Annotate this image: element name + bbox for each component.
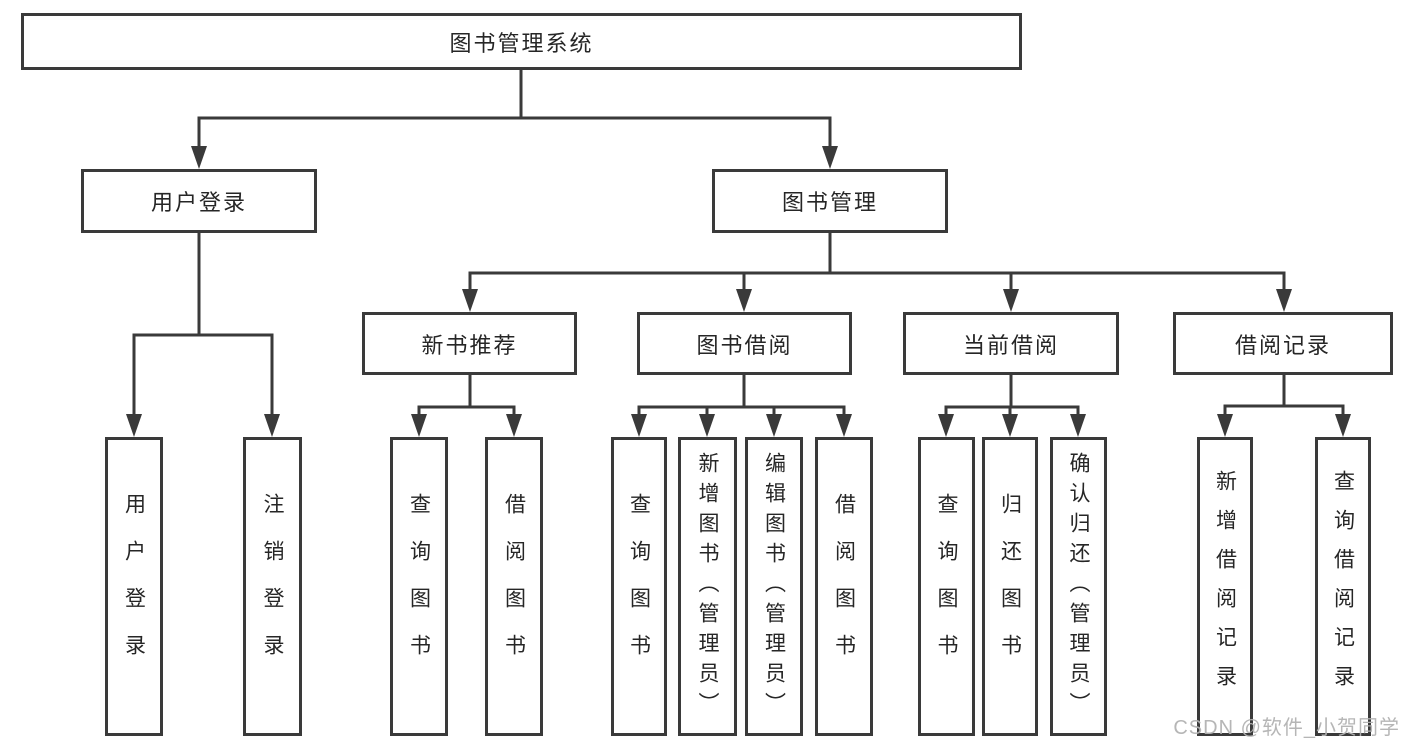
- node-borrow-book-recommend-label: 借阅图书: [502, 492, 526, 681]
- node-borrow-book-recommend: 借阅图书: [485, 437, 543, 736]
- node-user-login-label: 用户登录: [122, 492, 146, 681]
- node-add-book-admin: 新增图书（管理员）: [678, 437, 737, 736]
- node-current-borrow: 当前借阅: [903, 312, 1119, 375]
- node-borrow-book-borrow: 借阅图书: [815, 437, 873, 736]
- node-add-book-admin-label: 新增图书（管理员）: [696, 451, 719, 722]
- watermark: CSDN @软件_小贺同学: [1173, 717, 1400, 739]
- node-return-book-label: 归还图书: [998, 492, 1022, 681]
- node-query-borrow-record-label: 查询借阅记录: [1331, 469, 1355, 704]
- node-return-book: 归还图书: [982, 437, 1038, 736]
- node-query-book-borrow: 查询图书: [611, 437, 667, 736]
- node-root: 图书管理系统: [21, 13, 1022, 70]
- node-user-login: 用户登录: [105, 437, 163, 736]
- node-user-login-group: 用户登录: [81, 169, 317, 233]
- node-query-book-borrow-label: 查询图书: [627, 492, 651, 681]
- node-add-borrow-record: 新增借阅记录: [1197, 437, 1253, 736]
- node-add-borrow-record-label: 新增借阅记录: [1213, 469, 1237, 704]
- node-book-management-label: 图书管理: [781, 190, 878, 215]
- node-query-book-recommend: 查询图书: [390, 437, 448, 736]
- node-new-book-recommend-label: 新书推荐: [421, 332, 518, 358]
- node-confirm-return-admin: 确认归还（管理员）: [1050, 437, 1107, 736]
- node-new-book-recommend: 新书推荐: [362, 312, 577, 375]
- node-logout: 注销登录: [243, 437, 302, 736]
- node-current-borrow-label: 当前借阅: [962, 332, 1059, 358]
- node-query-borrow-record: 查询借阅记录: [1315, 437, 1371, 736]
- node-query-book-recommend-label: 查询图书: [407, 492, 431, 681]
- node-user-login-group-label: 用户登录: [150, 190, 247, 215]
- node-edit-book-admin: 编辑图书（管理员）: [745, 437, 803, 736]
- node-book-borrow: 图书借阅: [637, 312, 852, 375]
- node-edit-book-admin-label: 编辑图书（管理员）: [762, 451, 786, 722]
- node-borrow-book-borrow-label: 借阅图书: [832, 492, 856, 681]
- node-logout-label: 注销登录: [261, 492, 284, 681]
- node-borrow-records-label: 借阅记录: [1234, 332, 1331, 358]
- node-root-label: 图书管理系统: [449, 30, 594, 56]
- node-confirm-return-admin-label: 确认归还（管理员）: [1067, 451, 1090, 722]
- node-book-borrow-label: 图书借阅: [696, 332, 793, 358]
- node-borrow-records: 借阅记录: [1173, 312, 1393, 375]
- node-query-book-current-label: 查询图书: [935, 492, 958, 681]
- node-query-book-current: 查询图书: [918, 437, 975, 736]
- node-book-management: 图书管理: [712, 169, 948, 233]
